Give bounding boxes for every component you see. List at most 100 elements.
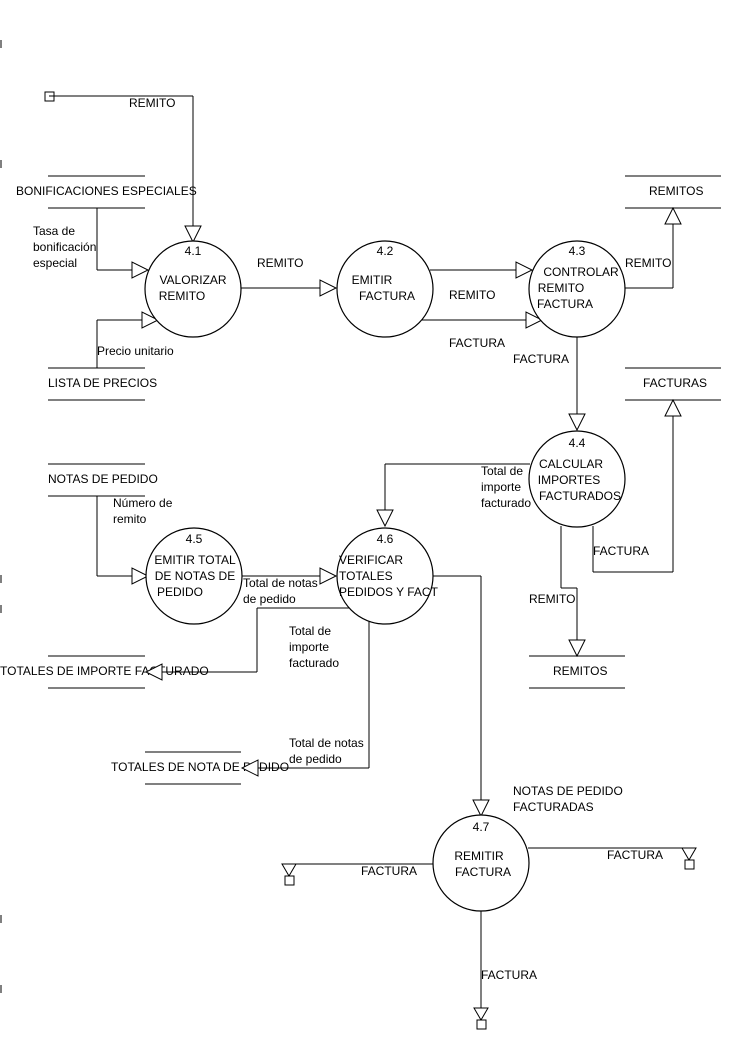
store-label: TOTALES DE NOTA DE PEDIDO	[111, 760, 289, 774]
svg-text:Número de: Número de	[113, 496, 173, 510]
store-lista-precios: LISTA DE PRECIOS	[48, 367, 157, 401]
arrow-head-icon	[568, 639, 586, 658]
process-4-1: 4.1 VALORIZAR REMITO	[144, 240, 242, 338]
svg-text:4.6: 4.6	[377, 532, 394, 546]
svg-text:REMITO: REMITO	[538, 281, 584, 295]
svg-text:Total de notas: Total de notas	[243, 576, 318, 590]
store-facturas: FACTURAS	[625, 367, 721, 401]
arrow-head-icon	[525, 311, 544, 329]
flow-tasa-bonificacion: Tasa de bonificación especial	[33, 208, 150, 279]
process-4-3: 4.3 CONTROLAR REMITO FACTURA	[528, 240, 626, 338]
svg-text:FACTURA: FACTURA	[513, 352, 569, 366]
flow-factura-42-43: FACTURA	[420, 311, 544, 350]
flow-remito-in: REMITO	[44, 91, 202, 244]
svg-text:Total de notas: Total de notas	[289, 736, 364, 750]
svg-text:DE NOTAS DE: DE NOTAS DE	[155, 569, 235, 583]
svg-text:FACTURA: FACTURA	[455, 865, 511, 879]
flow-remito-41-42: REMITO	[241, 256, 338, 297]
flow-factura-44-store: FACTURA	[592, 398, 682, 573]
arrow-head-icon	[568, 413, 586, 432]
svg-text:FACTURA: FACTURA	[593, 544, 649, 558]
external-entity-icon	[476, 1019, 487, 1030]
svg-text:FACTURADAS: FACTURADAS	[513, 800, 594, 814]
svg-text:REMITO: REMITO	[257, 256, 303, 270]
svg-text:VALORIZAR: VALORIZAR	[159, 273, 226, 287]
svg-text:FACTURA: FACTURA	[607, 848, 663, 862]
svg-text:importe: importe	[289, 640, 329, 654]
flow-total-importe-44-46: Total de importe facturado	[376, 463, 531, 528]
arrow-head-icon	[141, 311, 160, 329]
arrow-head-icon	[131, 261, 150, 279]
svg-text:REMITO: REMITO	[129, 96, 175, 110]
store-label: LISTA DE PRECIOS	[48, 376, 157, 390]
svg-text:Tasa de: Tasa de	[33, 224, 75, 238]
svg-text:REMITO: REMITO	[625, 256, 671, 270]
store-remitos-bottom: REMITOS	[529, 655, 625, 689]
flow-precio-unitario: Precio unitario	[96, 311, 174, 368]
svg-text:4.4: 4.4	[569, 436, 586, 450]
svg-text:REMITO: REMITO	[449, 288, 495, 302]
svg-text:remito: remito	[113, 512, 147, 526]
svg-text:FACTURA: FACTURA	[481, 968, 537, 982]
svg-text:FACTURA: FACTURA	[449, 336, 505, 350]
store-label: NOTAS DE PEDIDO	[48, 472, 158, 486]
process-4-2: 4.2 EMITIR FACTURA	[336, 240, 434, 338]
arrow-head-icon	[131, 567, 150, 585]
svg-text:4.3: 4.3	[569, 244, 586, 258]
svg-text:facturado: facturado	[481, 496, 531, 510]
svg-text:CALCULAR: CALCULAR	[539, 457, 603, 471]
external-entity-icon	[684, 859, 695, 870]
flow-factura-43-44: FACTURA	[513, 336, 586, 432]
store-label: TOTALES DE IMPORTE FACTURADO	[0, 664, 209, 678]
store-label: REMITOS	[553, 664, 607, 678]
arrow-head-icon	[515, 261, 534, 279]
arrow-head-icon	[240, 759, 259, 777]
svg-text:EMITIR TOTAL: EMITIR TOTAL	[154, 553, 236, 567]
svg-text:FACTURA: FACTURA	[359, 289, 415, 303]
flow-notas-facturadas: NOTAS DE PEDIDO FACTURADAS	[432, 575, 623, 818]
svg-text:REMITIR: REMITIR	[454, 849, 504, 863]
store-bonificaciones: BONIFICACIONES ESPECIALES	[16, 175, 197, 209]
flow-factura-right: FACTURA	[528, 847, 697, 870]
store-label: BONIFICACIONES ESPECIALES	[16, 184, 197, 198]
external-entity-icon	[284, 875, 295, 886]
arrow-head-icon	[664, 398, 682, 417]
svg-text:4.7: 4.7	[473, 820, 490, 834]
flow-numero-remito: Número de remito	[96, 496, 173, 585]
arrow-head-icon	[376, 509, 394, 528]
svg-text:de pedido: de pedido	[243, 592, 296, 606]
store-totales-nota: TOTALES DE NOTA DE PEDIDO	[111, 751, 289, 785]
svg-text:NOTAS DE PEDIDO: NOTAS DE PEDIDO	[513, 784, 623, 798]
svg-text:CONTROLAR: CONTROLAR	[543, 265, 619, 279]
svg-text:PEDIDOS Y FACT: PEDIDOS Y FACT	[339, 585, 439, 599]
flow-remito-44-store: REMITO	[529, 526, 586, 658]
arrow-head-icon	[473, 1007, 489, 1021]
arrow-head-icon	[184, 225, 202, 244]
svg-text:IMPORTES: IMPORTES	[538, 473, 600, 487]
arrow-head-icon	[281, 863, 297, 877]
process-4-5: 4.5 EMITIR TOTAL DE NOTAS DE PEDIDO	[145, 527, 243, 625]
svg-text:4.1: 4.1	[185, 244, 202, 258]
process-4-4: 4.4 CALCULAR IMPORTES FACTURADOS	[528, 430, 626, 528]
svg-text:bonificación: bonificación	[33, 240, 96, 254]
arrow-head-icon	[144, 663, 163, 681]
svg-text:Total de: Total de	[289, 624, 331, 638]
svg-text:REMITO: REMITO	[159, 289, 205, 303]
svg-text:facturado: facturado	[289, 656, 339, 670]
svg-text:importe: importe	[481, 480, 521, 494]
svg-text:especial: especial	[33, 256, 77, 270]
flow-remito-42-43: REMITO	[430, 261, 534, 302]
svg-text:4.2: 4.2	[377, 244, 394, 258]
svg-text:REMITO: REMITO	[529, 592, 575, 606]
svg-text:FACTURADOS: FACTURADOS	[539, 489, 621, 503]
process-4-7: 4.7 REMITIR FACTURA	[432, 814, 530, 912]
svg-text:de pedido: de pedido	[289, 752, 342, 766]
flow-total-notas-46-store: Total de notas de pedido	[240, 620, 370, 777]
arrow-head-icon	[319, 279, 338, 297]
svg-text:VERIFICAR: VERIFICAR	[339, 553, 403, 567]
svg-text:Precio unitario: Precio unitario	[97, 344, 174, 358]
svg-text:FACTURA: FACTURA	[361, 864, 417, 878]
arrow-head-icon	[319, 567, 338, 585]
flow-factura-left: FACTURA	[281, 863, 434, 886]
